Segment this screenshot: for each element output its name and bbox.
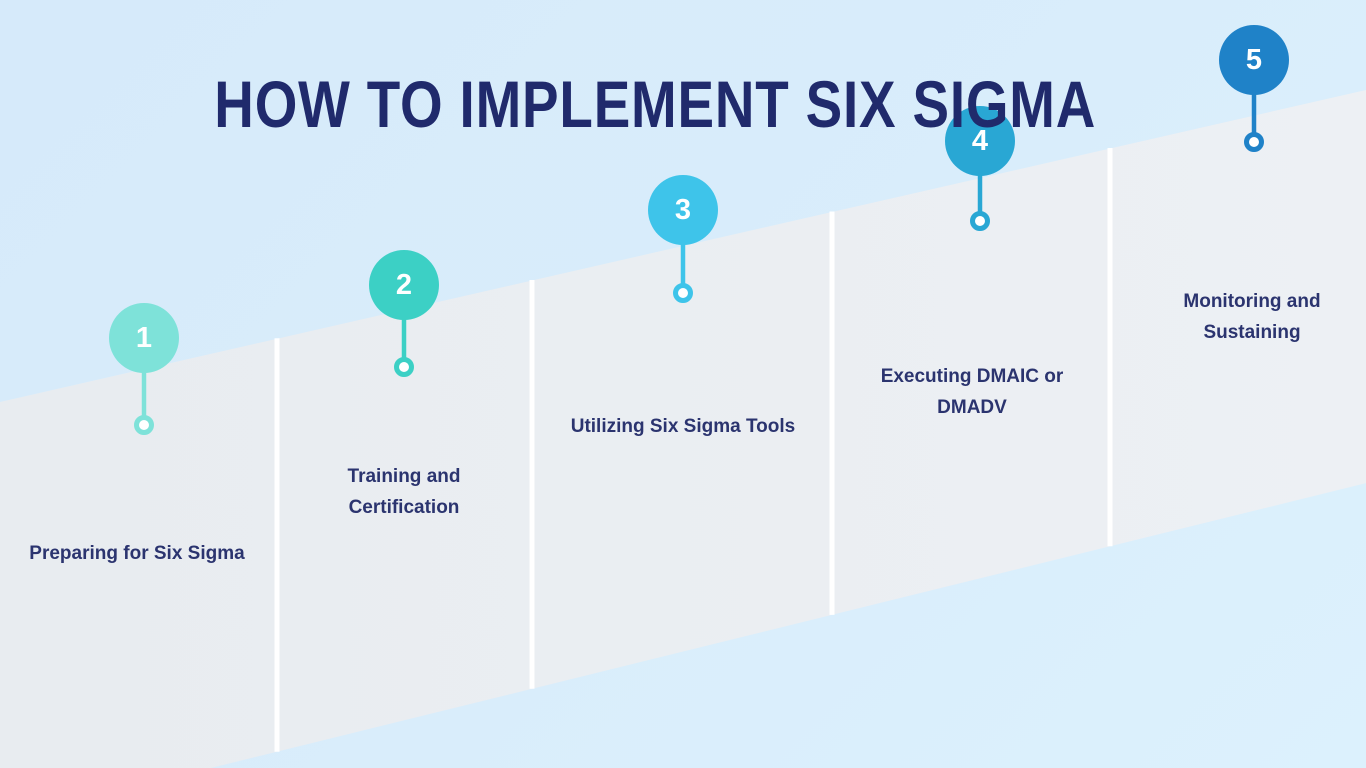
step-1-label: Preparing for Six Sigma (29, 543, 245, 564)
step-4-label: Executing DMAIC or DMADV (880, 366, 1064, 418)
step-3-marker (648, 175, 718, 303)
step-5-marker (1219, 25, 1289, 152)
step-3-circle (648, 175, 718, 245)
step-2-label: Training and Certification (347, 466, 461, 518)
step-3-label: Utilizing Six Sigma Tools (570, 416, 796, 437)
step-4-circle (945, 106, 1015, 176)
step-3-ring (673, 283, 693, 303)
step-2-marker (369, 250, 439, 377)
step-5-ring (1244, 132, 1264, 152)
step-1-circle (109, 303, 179, 373)
step-5-circle (1219, 25, 1289, 95)
step-1-marker (109, 303, 179, 435)
step-4-marker (945, 106, 1015, 231)
step-1-number: 1 (135, 321, 153, 354)
step-2-circle (369, 250, 439, 320)
step-4-ring (970, 211, 990, 231)
step-3-number: 3 (674, 193, 692, 226)
step-2-ring (394, 357, 414, 377)
page-title: HOW TO IMPLEMENT SIX SIGMA (214, 67, 1096, 142)
step-4-number: 4 (971, 124, 989, 157)
step-5-number: 5 (1245, 43, 1263, 76)
ramp (0, 90, 1366, 768)
step-1-ring (134, 415, 154, 435)
step-2-number: 2 (395, 268, 413, 301)
step-5-label: Monitoring and Sustaining (1183, 291, 1321, 343)
